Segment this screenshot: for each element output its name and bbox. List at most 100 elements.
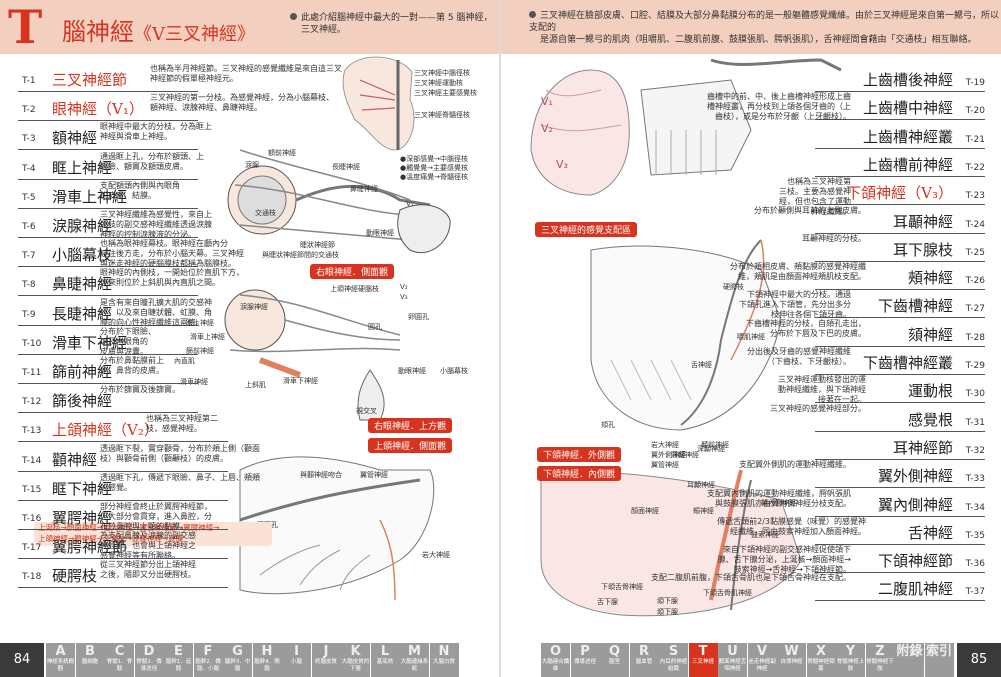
term-name: 額神經 [52,129,98,147]
tab-label: 腦幹1．延髓 [165,659,192,672]
diagram-label: 滑車下神經 [283,377,318,385]
diagram-label: 舌神經 [691,361,712,369]
description-line: 額神經、淚腺神經、鼻睫神經。 [150,103,262,112]
description-line: （下齒枝、下牙齦枝）。 [767,357,851,366]
tab-label: 大腦邊緣系統 [400,659,429,672]
description-line: 腺、舌下腺分泌，上涎核→顏面神經→ [717,555,851,564]
description-line: 分布於下唇及下巴的皮膚。 [770,329,866,338]
description-line: 也稱為半月神經節。三叉神經的感覺纖維是來自這三叉 [150,64,342,73]
tab-letter: T [698,644,708,659]
term-description: 分布於下眼瞼、以及內眼角的皮膚與淚囊。 [100,327,156,357]
diagram-label: 岩大神經 [651,441,679,449]
description-line: 的皮膚、結膜。 [100,191,156,200]
tab-letter: F [203,644,213,659]
diagram-label: 下頜舌骨神經 [601,583,643,591]
term-name: 下齒槽神經 [877,297,953,315]
description-line: 三枝。主要為感覺神 [779,187,851,196]
term-underline [18,354,198,355]
term-code: T-29 [965,361,985,371]
term-underline [815,516,985,517]
term-underline [815,600,985,601]
term-name: 感覺根 [907,411,953,429]
description-line: 的感覺。 [100,483,132,492]
description-line: 三叉神經的第一分枝。為感覺神經，分為小腦幕枝、 [150,93,334,102]
chapter-tab[interactable]: 附錄 [895,643,925,677]
tab-letter: K [350,644,361,659]
description-line: 經，但也包含了運動 [779,197,851,206]
term-underline [18,587,228,588]
tab-letter: N [438,644,450,659]
description-line: 支配翼內側肌的運動神經纖維，腭帆張肌 [707,489,851,498]
pathway-line: 上頜神經→顴神經→交通枝→淚腺神經→淚腺 [38,534,184,543]
term-description: 從三叉神經節分出上頜神經之後，隨即又分出硬腭枝。 [100,560,196,580]
term-code: T-36 [965,559,985,569]
tab-letter: U [727,644,738,659]
tab-letter: Z [875,644,885,659]
term-underline [18,266,198,267]
term-description: 分布於頰相皮膚、頰黏膜的感覺神經纖維，頰肌是由顏面神經頰肌枝支配。 [730,262,866,282]
tab-letter: P [580,644,590,659]
tab-letter: O [549,644,562,659]
diagram-label: 額前神經 [268,149,296,157]
term-code: T-28 [965,333,985,343]
diagram-label: 頜下腺 [657,597,678,605]
description-line: 通過眶上孔，分布於額頭、上 [100,152,204,161]
description-line: 枝往後方走，分布於小腦天幕。三叉神經 [100,249,244,258]
bullet-icon [290,13,297,20]
term-underline [18,237,198,238]
term-description: 部分神經會終止於翼腭神經節，但大部分會貫穿，進入鼻腔，分布於鼻腔與上顎的黏膜。 [100,502,212,532]
term-name: 三叉神經節 [52,71,128,89]
diagram-label: 顳前神經 [701,441,729,449]
term-description: 下頜神經中最大的分枝。通過下頜孔進入下頜管，先分出多分枝伸往各個下頜牙齒。 [739,290,851,320]
bullet-icon [529,11,536,18]
tab-letter: I [294,644,299,659]
diagram-label: 淚腺神經 [240,303,268,311]
description-line: 分布於顳側與耳前的上側皮膚。 [754,206,866,215]
diagram-label: 顏面神經 [631,507,659,515]
description-line: 三叉神經運動核發出的運 [778,375,866,384]
chapter-tab[interactable]: 索引 [924,643,955,677]
description-line: 耳顳神經的分枝。 [802,234,866,243]
term-name: 篩後神經 [52,392,113,410]
term-code: T-6 [22,222,36,232]
term-underline [18,529,228,530]
description-line: 神經節的假單極神經元。 [150,74,238,83]
term-code: T-3 [22,134,36,144]
term-code: T-24 [965,220,985,230]
term-underline [18,558,228,559]
diagram-label: 耳顳神經 [687,481,715,489]
description-line: 神經的控制淚腺液的分泌。 [100,230,196,239]
description-line: 來自下頜神經的副交感神經促使頜下 [723,545,851,554]
term-name: 下頜神經節 [877,552,953,570]
term-code: T-8 [22,280,36,290]
